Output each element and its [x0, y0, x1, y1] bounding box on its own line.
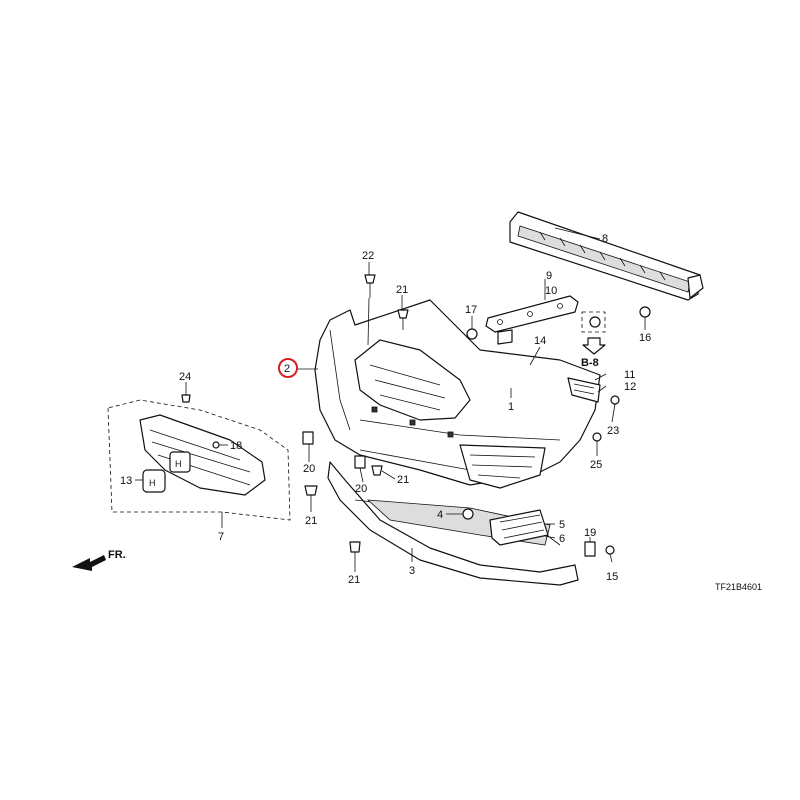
- callout-20a: 20: [303, 463, 315, 475]
- diagram-code: TF21B4601: [715, 582, 762, 592]
- b8-reference: B-8: [581, 311, 606, 369]
- front-label: FR.: [108, 549, 126, 561]
- callout-11: 11: [624, 369, 635, 381]
- callout-14: 14: [534, 335, 546, 347]
- front-grille: H: [107, 399, 291, 521]
- callout-1: 1: [508, 401, 514, 413]
- callout-2: 2: [284, 363, 290, 375]
- bumper-side-bracket: [485, 295, 579, 333]
- callout-20b: 20: [355, 483, 367, 495]
- callout-3: 3: [409, 565, 415, 577]
- callout-24: 24: [179, 371, 191, 383]
- callout-9: 9: [546, 270, 552, 282]
- fog-light-cover: [489, 509, 549, 546]
- svg-text:H: H: [149, 478, 156, 488]
- callout-numbers: 1 2 3 4 5 6 7 8 9 10 11 12 13 14 15 16 1…: [120, 233, 651, 586]
- svg-text:H: H: [175, 459, 182, 469]
- callout-8: 8: [602, 233, 608, 245]
- highlight-circle: [278, 358, 298, 378]
- callout-15: 15: [606, 571, 618, 583]
- b8-label: B-8: [581, 357, 599, 369]
- bumper-reinforcement-beam: [509, 211, 704, 301]
- callout-16: 16: [639, 332, 651, 344]
- callout-22: 22: [362, 250, 374, 262]
- callout-12: 12: [624, 381, 636, 393]
- callout-23: 23: [607, 425, 619, 437]
- honda-emblem: H: [142, 469, 166, 493]
- callout-6: 6: [559, 533, 565, 545]
- callout-18: 18: [230, 440, 242, 452]
- callout-10: 10: [545, 285, 557, 297]
- front-bumper-face: [314, 299, 601, 489]
- callout-21c: 21: [305, 515, 317, 527]
- callout-25: 25: [590, 459, 602, 471]
- callout-17: 17: [465, 304, 477, 316]
- callout-5: 5: [559, 519, 565, 531]
- callout-19: 19: [584, 527, 596, 539]
- callout-21a: 21: [396, 284, 408, 296]
- front-direction-indicator: FR.: [72, 549, 126, 571]
- callout-13: 13: [120, 475, 132, 487]
- callout-4: 4: [437, 509, 443, 521]
- side-bracket-cover: [567, 377, 601, 403]
- callout-7: 7: [218, 531, 224, 543]
- callout-21b: 21: [397, 474, 409, 486]
- leader-lines: [135, 227, 646, 572]
- callout-21d: 21: [348, 574, 360, 586]
